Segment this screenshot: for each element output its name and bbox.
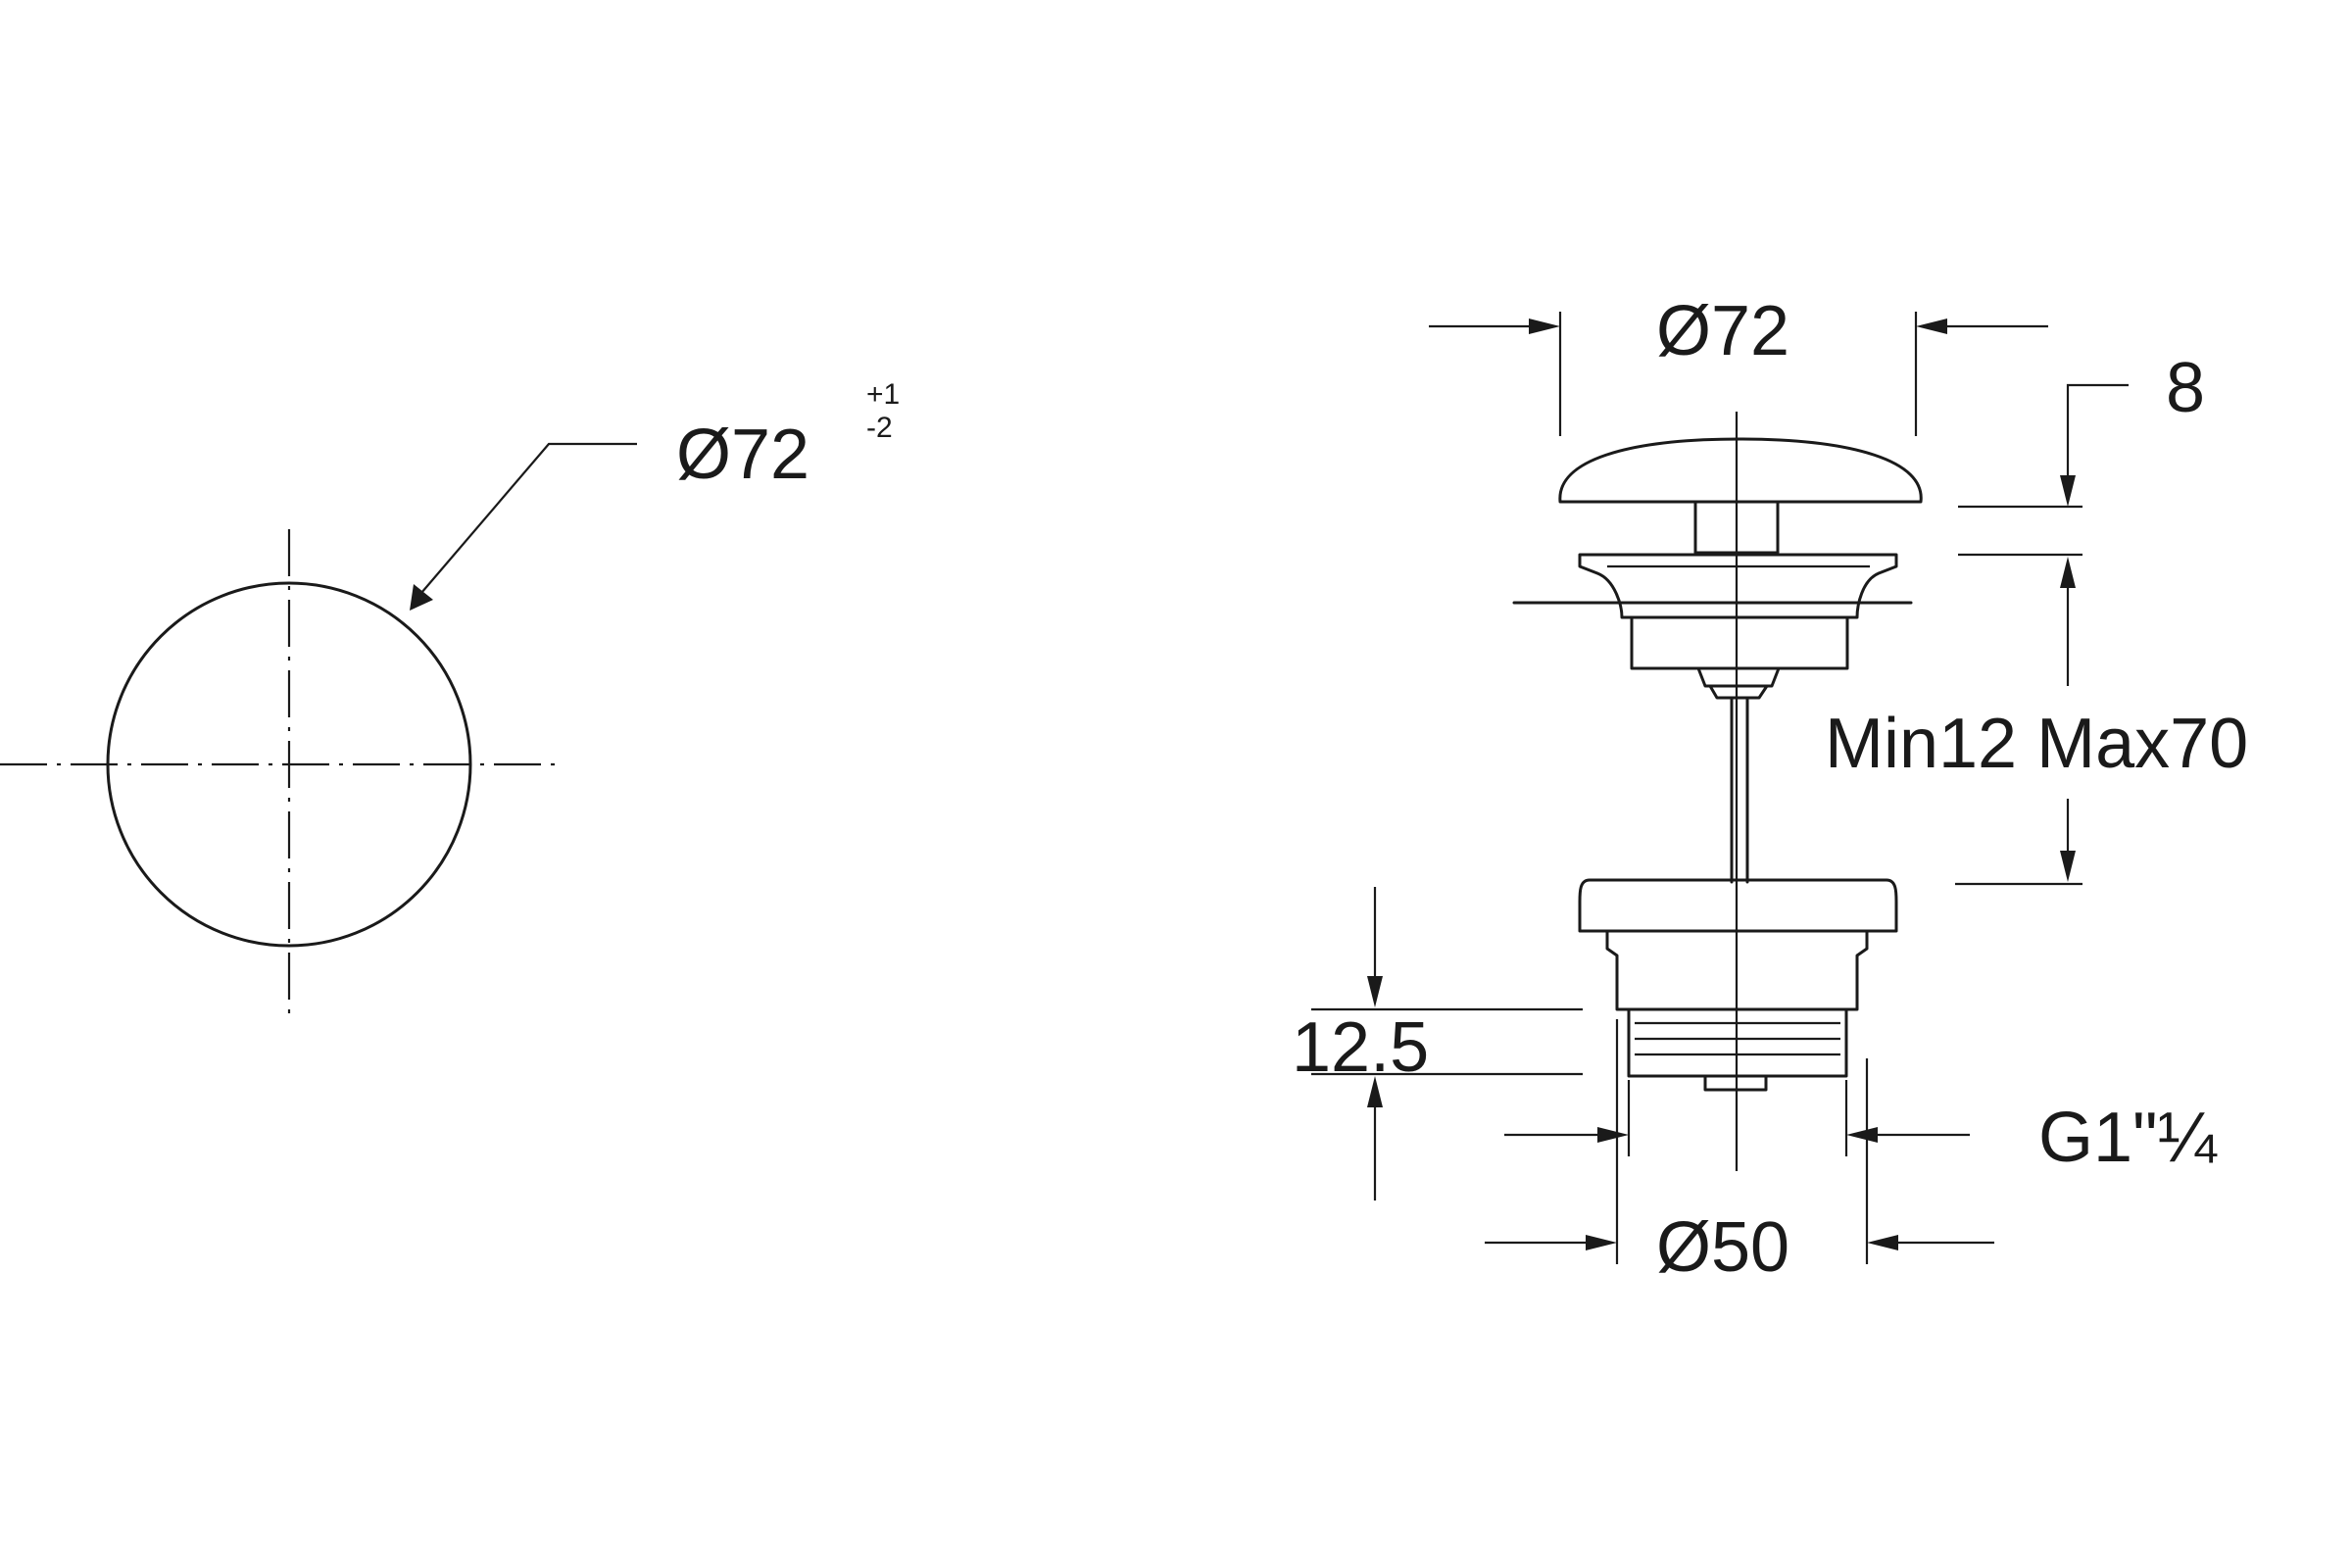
- side-view: Ø72 8 Min12 Max70 12.5: [1292, 292, 2248, 1287]
- body-diameter-dimension: Ø50: [1485, 1019, 1994, 1287]
- flange-shape: [1578, 553, 1898, 619]
- body-diameter-label: Ø50: [1656, 1208, 1789, 1287]
- collar-height-label: 12.5: [1292, 1008, 1429, 1087]
- cap-shape: [1558, 437, 1923, 504]
- cap-diameter-label: Ø72: [1656, 292, 1789, 370]
- range-dimension: Min12 Max70: [1825, 557, 2248, 886]
- thread-dimension: G1"¼: [1504, 1080, 2218, 1177]
- lower-body: [1605, 929, 1869, 1011]
- connector-bulb: [1708, 684, 1769, 700]
- lower-flange: [1578, 878, 1898, 933]
- cap-thickness-dimension: 8: [1958, 349, 2205, 557]
- cap-thickness-label: 8: [2166, 349, 2205, 427]
- connector-cone: [1696, 666, 1781, 688]
- top-diameter-label: Ø72: [676, 416, 809, 494]
- cap-diameter-dimension: Ø72: [1429, 292, 2048, 436]
- collar-height-dimension: 12.5: [1292, 887, 1583, 1200]
- diameter-leader-line: [420, 442, 637, 594]
- range-label: Min12 Max70: [1825, 705, 2248, 783]
- tolerance-upper: +1: [866, 378, 900, 411]
- top-view: Ø72 +1 -2: [0, 378, 900, 1019]
- upper-body: [1630, 615, 1849, 670]
- thread-label: G1"¼: [2038, 1099, 2218, 1177]
- diameter-leader-arrowhead: [410, 584, 433, 611]
- tolerance-lower: -2: [866, 412, 893, 444]
